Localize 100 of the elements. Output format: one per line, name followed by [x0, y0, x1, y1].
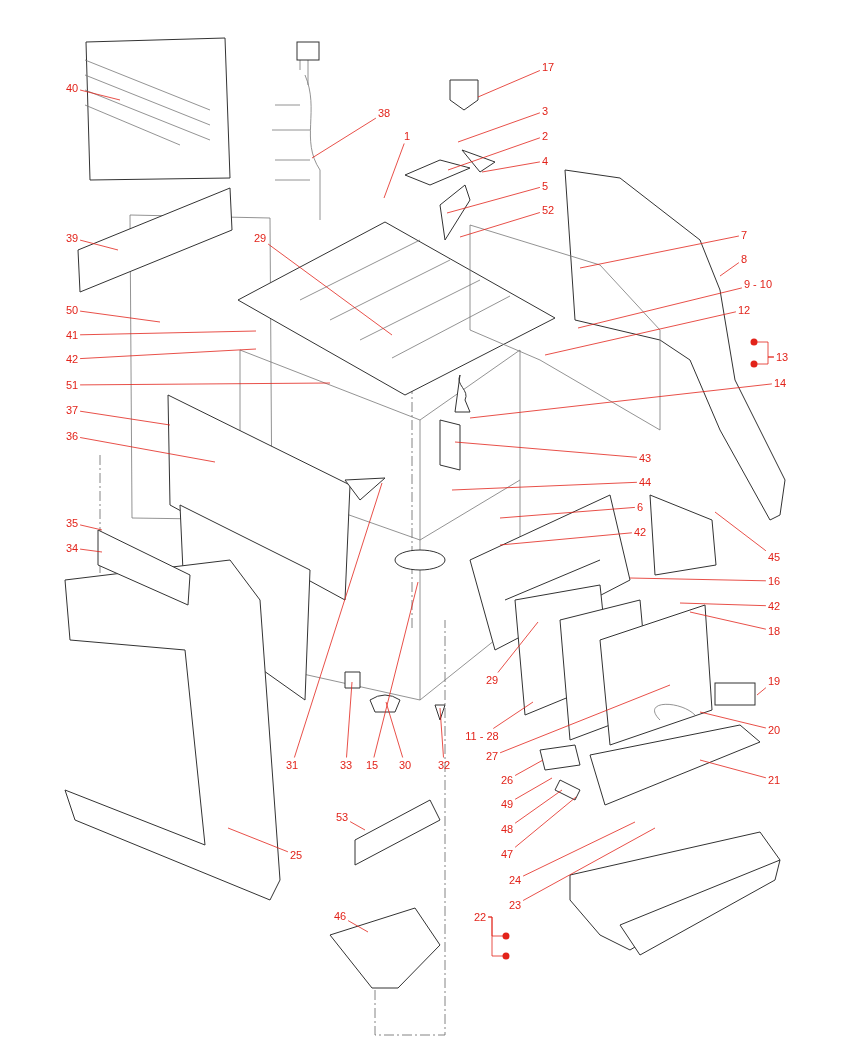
leader-line [699, 759, 767, 779]
callout-number: 48 [499, 822, 515, 836]
leader-line [294, 482, 383, 758]
callout-number: 45 [766, 550, 782, 564]
leader-line [79, 410, 171, 426]
callout-number: 1 [402, 129, 412, 143]
callout-number: 21 [766, 773, 782, 787]
leader-line [689, 611, 767, 630]
leader-line [79, 437, 216, 463]
callout-number: 23 [507, 898, 523, 912]
leader-line [454, 441, 638, 458]
callout-number: 29 [252, 231, 268, 245]
leader-line [446, 187, 541, 214]
callout-number: 11 - 28 [464, 729, 500, 743]
leader-line [457, 112, 541, 143]
leader-line [481, 161, 541, 173]
callout-number: 43 [637, 451, 653, 465]
callout-number: 40 [64, 81, 80, 95]
callout-number: 42 [632, 525, 648, 539]
leader-line [499, 507, 636, 519]
leader-line [756, 687, 767, 696]
leader-line [679, 602, 767, 607]
leader-line [577, 287, 743, 329]
leader-line [79, 382, 331, 386]
callout-number: 36 [64, 429, 80, 443]
callout-number: 42 [64, 352, 80, 366]
callout-number: 38 [376, 106, 392, 120]
callout-number: 41 [64, 328, 80, 342]
callout-number: 15 [364, 758, 380, 772]
callout-number: 18 [766, 624, 782, 638]
callout-number: 19 [766, 674, 782, 688]
callout-number: 14 [772, 376, 788, 390]
leader-line [514, 777, 553, 800]
leader-line [267, 243, 393, 336]
callout-number: 47 [499, 847, 515, 861]
leader-line [477, 70, 541, 98]
callout-number: 29 [484, 673, 500, 687]
leader-line [439, 707, 444, 758]
leader-line [447, 137, 541, 171]
callout-number: 33 [338, 758, 354, 772]
callout-number: 4 [540, 154, 550, 168]
callout-number: 27 [484, 749, 500, 763]
leader-line [579, 235, 740, 269]
callout-number: 6 [635, 500, 645, 514]
callout-number: 9 - 10 [742, 277, 774, 291]
leader-line [79, 89, 121, 101]
leader-line [522, 827, 656, 901]
callout-number: 31 [284, 758, 300, 772]
callout-number: 39 [64, 231, 80, 245]
leader-line [514, 789, 563, 824]
callout-number: 52 [540, 203, 556, 217]
callout-number: 34 [64, 541, 80, 555]
callout-number: 22 [472, 910, 488, 924]
leader-line [544, 311, 737, 356]
callout-number: 35 [64, 516, 80, 530]
leader-line [79, 310, 161, 323]
callout-number: 30 [397, 758, 413, 772]
callout-number: 7 [739, 228, 749, 242]
callout-number: 13 [774, 350, 790, 364]
leader-line [373, 581, 419, 758]
leader-line [629, 577, 767, 582]
leader-line [699, 711, 767, 729]
leader-line [714, 511, 767, 552]
leader-line [385, 701, 404, 758]
leader-line [79, 330, 257, 336]
callout-number: 24 [507, 873, 523, 887]
callout-number: 44 [637, 475, 653, 489]
callout-number: 37 [64, 403, 80, 417]
leader-line [227, 827, 289, 853]
callout-number: 46 [332, 909, 348, 923]
leader-line [499, 532, 633, 546]
callout-number: 3 [540, 104, 550, 118]
leader-line [79, 239, 119, 251]
leader-line [79, 348, 257, 359]
callout-number: 49 [499, 797, 515, 811]
leader-line [499, 684, 671, 754]
leader-line [349, 821, 366, 831]
callout-number: 42 [766, 599, 782, 613]
callout-number: 32 [436, 758, 452, 772]
leader-line [492, 701, 534, 729]
leader-line [514, 759, 544, 776]
callout-number: 16 [766, 574, 782, 588]
leader-line [79, 524, 103, 531]
callout-number: 17 [540, 60, 556, 74]
leader-line [497, 621, 539, 673]
callout-number: 5 [540, 179, 550, 193]
leader-line [347, 920, 369, 933]
leader-line [522, 821, 636, 877]
leader-line [514, 796, 577, 848]
callout-number: 50 [64, 303, 80, 317]
leader-line [451, 481, 638, 491]
leader-line [383, 143, 405, 199]
leader-line [719, 262, 740, 277]
callout-number: 53 [334, 810, 350, 824]
callout-number: 25 [288, 848, 304, 862]
callout-number: 26 [499, 773, 515, 787]
callout-number: 12 [736, 303, 752, 317]
callout-number: 51 [64, 378, 80, 392]
leader-line [346, 681, 353, 758]
callout-number: 8 [739, 252, 749, 266]
